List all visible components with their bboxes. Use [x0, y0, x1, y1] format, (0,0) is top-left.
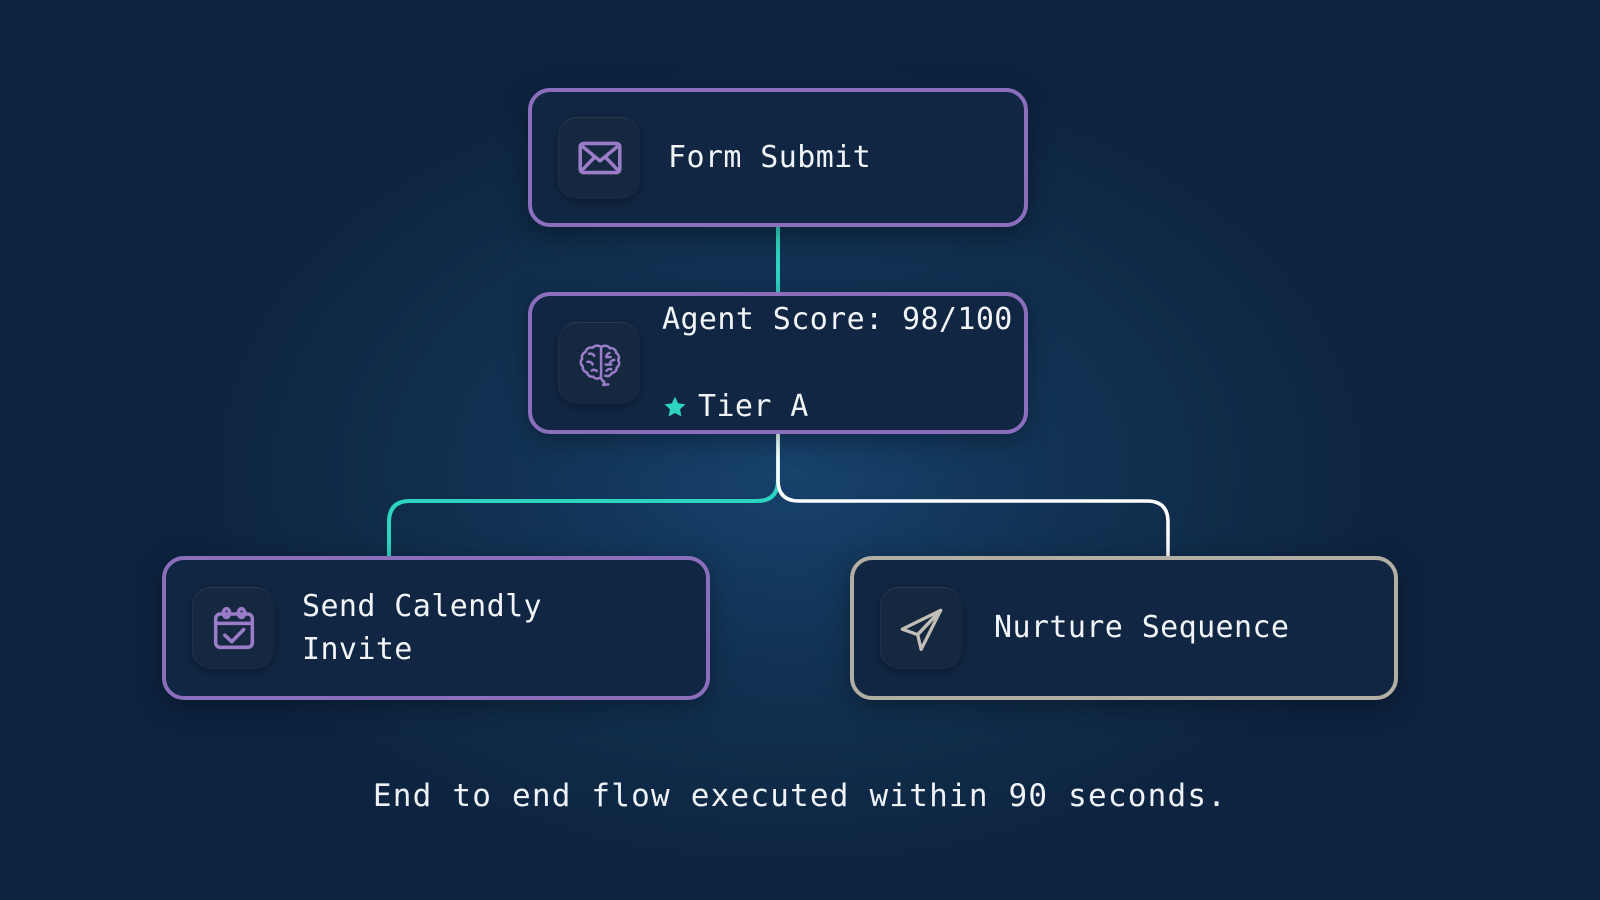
node-send-calendly-invite[interactable]: Send Calendly Invite	[162, 556, 710, 700]
paper-plane-icon	[880, 587, 962, 669]
agent-tier-label: Tier A	[698, 388, 809, 424]
agent-tier-line: Tier A	[662, 385, 1013, 429]
node-label-nurture-sequence: Nurture Sequence	[994, 610, 1290, 646]
node-label-agent-score: Agent Score: 98/100 Tier A	[662, 254, 1013, 472]
node-form-submit[interactable]: Form Submit	[528, 88, 1028, 227]
flow-caption: End to end flow executed within 90 secon…	[372, 778, 1228, 814]
calendar-check-icon	[192, 587, 274, 669]
connector-agent-to-nurture	[776, 432, 1170, 558]
envelope-icon	[558, 116, 640, 199]
node-agent-score[interactable]: Agent Score: 98/100 Tier A	[528, 292, 1028, 434]
connector-agent-to-calendly	[387, 478, 780, 558]
node-nurture-sequence[interactable]: Nurture Sequence	[850, 556, 1398, 700]
node-label-form-submit: Form Submit	[668, 139, 872, 175]
brain-icon	[558, 322, 640, 404]
node-label-send-calendly-invite: Send Calendly Invite	[302, 588, 542, 668]
agent-score-line: Agent Score: 98/100	[662, 301, 1013, 337]
star-icon	[664, 396, 686, 417]
